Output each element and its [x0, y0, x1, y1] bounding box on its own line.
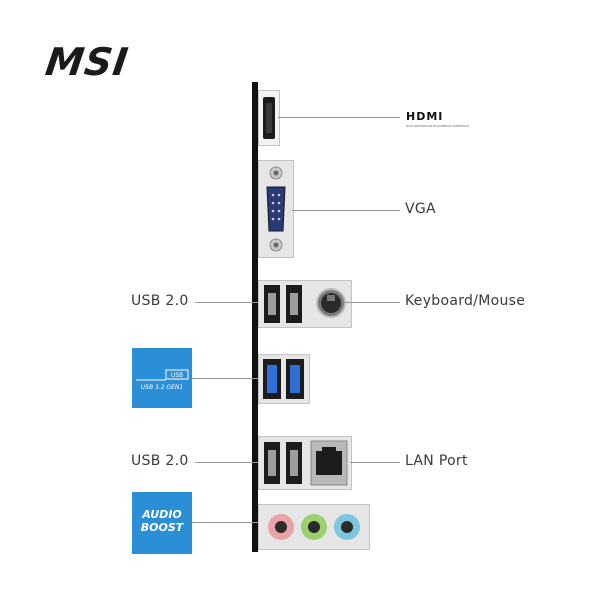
usb32-badge: USB USB 3.2 GEN1 [132, 348, 192, 408]
usb20-bottom-leader [195, 462, 258, 463]
vga-label: VGA [405, 201, 436, 217]
hdmi-label: HDMI [406, 110, 444, 123]
usb20-bottom-label: USB 2.0 [131, 453, 189, 469]
hdmi-leader [278, 117, 400, 118]
usb20-bottom-ports-icon [264, 440, 348, 486]
vga-connector-icon [266, 166, 286, 252]
msi-logo: MSI [42, 40, 132, 84]
hdmi-connector-icon [263, 97, 275, 139]
usb20-bottom-block [258, 436, 352, 490]
io-bracket [252, 82, 258, 552]
audio-block [258, 504, 370, 550]
keyboard-mouse-leader [344, 302, 400, 303]
hdmi-fine-print: HIGH-DEFINITION MULTIMEDIA INTERFACE [406, 124, 469, 128]
lan-label: LAN Port [405, 453, 468, 469]
usb32-ports-icon [263, 359, 304, 399]
usb32-badge-art: USB USB 3.2 GEN1 [136, 369, 189, 391]
hdmi-logo: HDMI HIGH-DEFINITION MULTIMEDIA INTERFAC… [406, 110, 469, 128]
usb20-top-leader [195, 302, 258, 303]
audio-badge-line1: AUDIO [142, 508, 182, 521]
keyboard-mouse-label: Keyboard/Mouse [405, 293, 526, 309]
usb20-top-label: USB 2.0 [131, 293, 189, 309]
usb20-top-ports-icon [264, 285, 346, 323]
audio-boost-badge: AUDIO BOOST [132, 492, 192, 554]
usb32-badge-top: USB [171, 372, 183, 379]
vga-port [258, 160, 294, 258]
usb32-block [258, 354, 310, 404]
audio-leader [192, 522, 258, 523]
vga-leader [292, 210, 400, 211]
audio-badge-line2: BOOST [140, 521, 184, 534]
usb32-leader [192, 378, 258, 379]
usb32-badge-bottom: USB 3.2 GEN1 [141, 384, 183, 391]
usb20-top-block [258, 280, 352, 328]
hdmi-port [258, 90, 280, 146]
lan-leader [350, 462, 400, 463]
audio-jacks-icon [268, 514, 360, 540]
